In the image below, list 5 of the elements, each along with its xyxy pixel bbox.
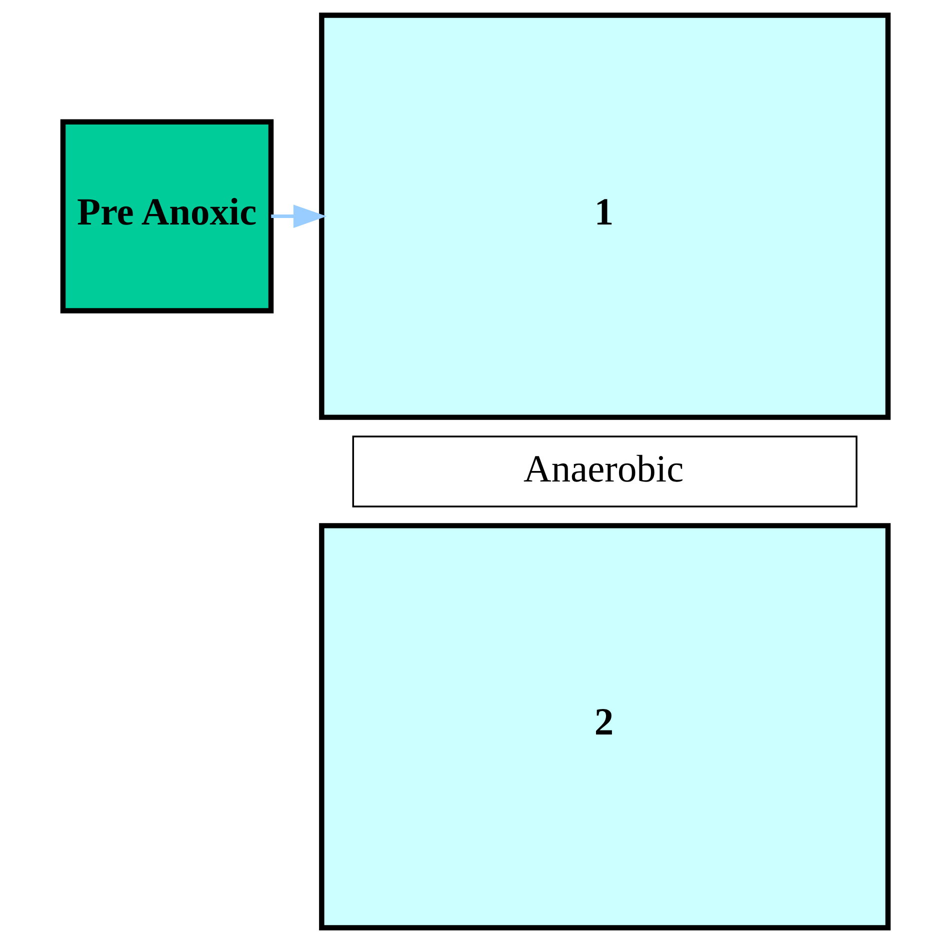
node-box: 1 (319, 12, 891, 420)
node-box: Anaerobic (352, 436, 858, 508)
node-box: 2 (319, 523, 891, 930)
node-box: Pre Anoxic (60, 119, 274, 314)
arrow (271, 204, 327, 228)
